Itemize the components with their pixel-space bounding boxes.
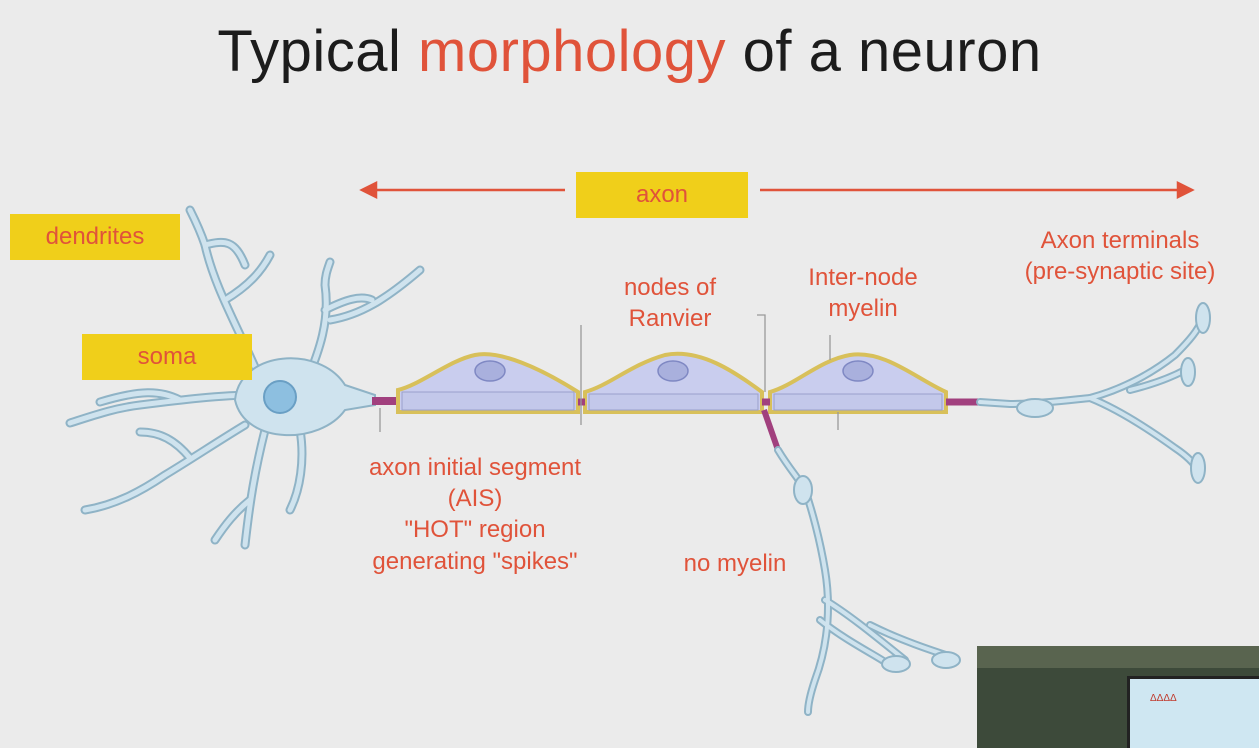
myelin-segment-2 bbox=[583, 351, 764, 414]
no-myelin-label: no myelin bbox=[660, 548, 810, 579]
no-myelin-text: no myelin bbox=[683, 550, 787, 577]
axon-label: axon bbox=[635, 181, 689, 208]
soma bbox=[233, 357, 376, 437]
video-screen-text: ΔΔΔΔ bbox=[1150, 693, 1177, 704]
video-wall bbox=[977, 646, 1259, 668]
internode-myelin-label: Inter-node myelin bbox=[783, 262, 943, 324]
slide-title: Typical morphology of a neuron bbox=[0, 18, 1259, 85]
ais-line-1: axon initial segment bbox=[368, 454, 582, 481]
axon-terminals bbox=[976, 302, 1211, 484]
internode-line-2: myelin bbox=[828, 295, 898, 323]
internode-line-1: Inter-node bbox=[808, 264, 918, 291]
video-screen: ΔΔΔΔ bbox=[1127, 676, 1259, 748]
nucleus bbox=[263, 380, 297, 414]
video-inset: ΔΔΔΔ bbox=[977, 646, 1259, 748]
axon-collateral bbox=[761, 409, 961, 716]
title-highlight: morphology bbox=[418, 19, 727, 84]
soma-label-box: soma bbox=[82, 334, 252, 380]
nodes-line-1: nodes of bbox=[623, 274, 717, 301]
nodes-line-2: Ranvier bbox=[628, 305, 712, 333]
myelin-segment-3 bbox=[768, 352, 948, 414]
title-part-1: Typical bbox=[217, 19, 418, 84]
myelin-segment-1 bbox=[396, 352, 580, 414]
ais-label: axon initial segment (AIS) "HOT" region … bbox=[330, 452, 620, 577]
pointer-lines bbox=[379, 314, 839, 432]
title-part-2: of a neuron bbox=[726, 19, 1042, 84]
nodes-of-ranvier-label: nodes of Ranvier bbox=[590, 272, 750, 334]
ais-line-2: (AIS) bbox=[447, 485, 503, 513]
ais-line-4: generating "spikes" bbox=[372, 547, 578, 575]
soma-label: soma bbox=[137, 343, 197, 370]
axon-terminals-label: Axon terminals (pre-synaptic site) bbox=[990, 225, 1250, 287]
axon-arrow bbox=[359, 180, 1195, 200]
axon-terminals-line-1: Axon terminals bbox=[1040, 227, 1200, 254]
axon-terminals-line-2: (pre-synaptic site) bbox=[1024, 258, 1216, 286]
dendrites-label-box: dendrites bbox=[10, 214, 180, 260]
dendrites-label: dendrites bbox=[45, 223, 145, 250]
axon-label-box: axon bbox=[576, 172, 748, 218]
ais-line-3: "HOT" region bbox=[404, 516, 546, 544]
